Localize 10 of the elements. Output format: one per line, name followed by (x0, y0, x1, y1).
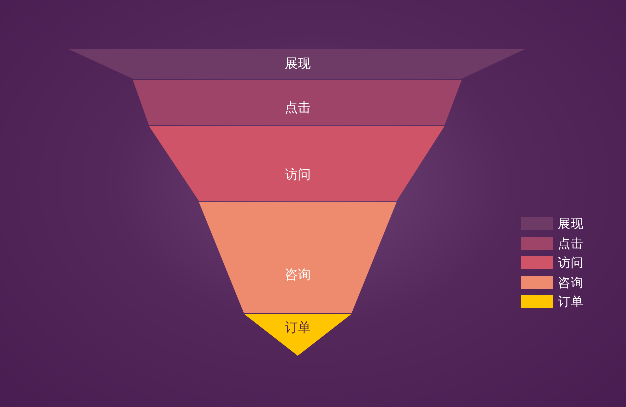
legend-label: 访问 (558, 255, 584, 270)
legend-label: 点击 (558, 236, 584, 250)
segment-label: 订单 (285, 320, 311, 337)
segment-label: 咨询 (285, 267, 311, 284)
legend-label: 展现 (558, 216, 584, 231)
segment-label: 访问 (285, 167, 311, 184)
segment-label: 展现 (285, 56, 311, 73)
segment-label: 点击 (285, 100, 311, 117)
legend-label: 咨询 (558, 274, 584, 290)
legend-label: 订单 (558, 294, 584, 309)
